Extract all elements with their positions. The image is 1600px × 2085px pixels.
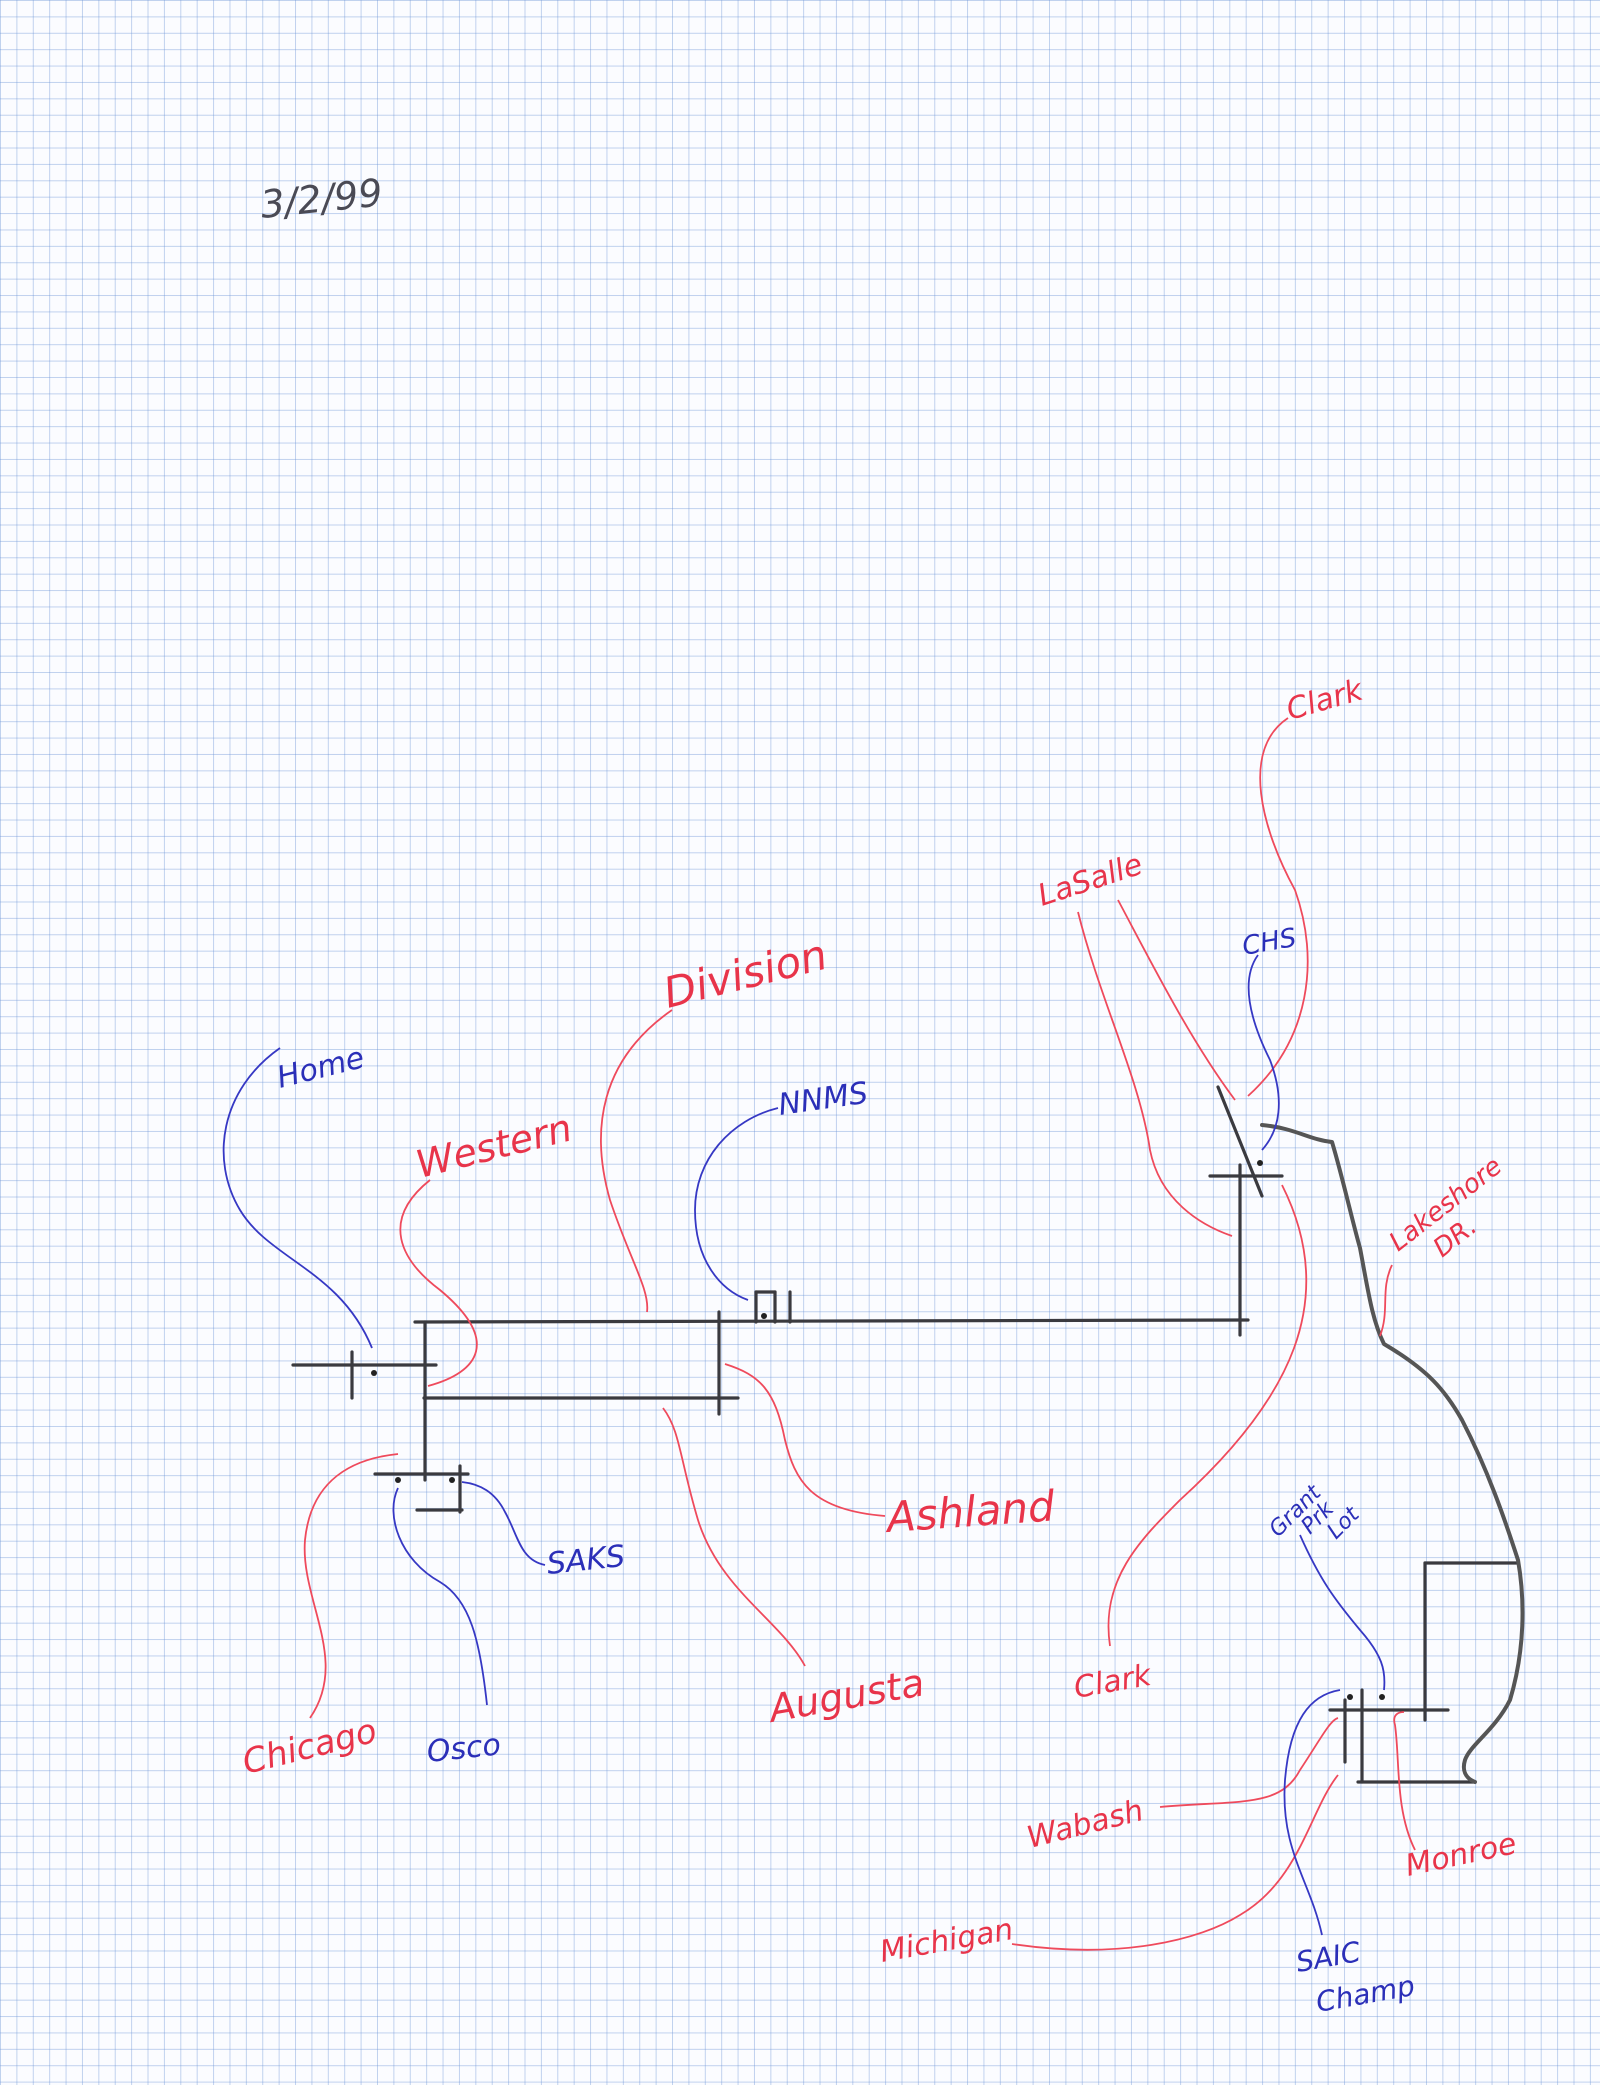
lakeshore-connector xyxy=(1379,1264,1393,1337)
saic-connector xyxy=(1283,1689,1341,1936)
clark-top-connector xyxy=(1247,717,1309,1097)
home-dot xyxy=(371,1370,377,1376)
nnms-label: NNMS xyxy=(776,1076,870,1123)
home-label: Home xyxy=(273,1040,367,1095)
lasalle-connector-2 xyxy=(1077,911,1233,1237)
clark-street xyxy=(1216,1085,1264,1198)
augusta-label: Augusta xyxy=(763,1660,928,1731)
saic-dot xyxy=(1347,1694,1353,1700)
lake-shore-drive xyxy=(1260,1123,1525,1784)
clark-bottom-connector xyxy=(1107,1184,1308,1647)
michigan-connector xyxy=(1011,1774,1339,1951)
osco-connector xyxy=(392,1487,488,1706)
saic-label-line2: Champ xyxy=(1313,1969,1417,2019)
place-connectors xyxy=(222,954,1386,1936)
western-label: Western xyxy=(412,1106,577,1187)
ashland-label: Ashland xyxy=(882,1481,1056,1542)
monroe-label: Monroe xyxy=(1402,1826,1519,1884)
saic-label-line1: SAIC xyxy=(1293,1935,1363,1979)
augusta-connector xyxy=(662,1407,806,1667)
nnms-dot xyxy=(761,1313,767,1319)
grant-lot-dot xyxy=(1379,1694,1385,1700)
grant-connector xyxy=(1299,1534,1386,1691)
home-connector xyxy=(222,1047,373,1349)
saks-dot xyxy=(449,1477,455,1483)
chicago-connector xyxy=(303,1453,399,1719)
street-connectors xyxy=(303,717,1416,1951)
division-label: Division xyxy=(659,930,832,1018)
ashland-connector xyxy=(724,1363,886,1517)
lasalle-connector-1 xyxy=(1117,899,1236,1101)
saks-label: SAKS xyxy=(545,1539,627,1582)
monroe-connector xyxy=(1393,1711,1416,1851)
clark-bottom-label: Clark xyxy=(1071,1658,1155,1706)
osco-dot xyxy=(395,1477,401,1483)
nnms-connector xyxy=(694,1107,779,1301)
clark-top-label: Clark xyxy=(1283,672,1369,727)
date-label: 3/2/99 xyxy=(258,170,384,227)
lasalle-label: LaSalle xyxy=(1034,847,1147,914)
chs-dot xyxy=(1257,1160,1263,1166)
wabash-label: Wabash xyxy=(1023,1793,1146,1856)
osco-label: Osco xyxy=(425,1727,502,1770)
michigan-label: Michigan xyxy=(877,1912,1016,1970)
text-labels: 3/2/99 Home Western Division NNMS Ashlan… xyxy=(239,170,1520,2018)
saks-connector xyxy=(461,1481,546,1566)
location-dots xyxy=(371,1160,1385,1700)
wabash-connector xyxy=(1159,1717,1339,1808)
western-connector xyxy=(399,1179,478,1387)
chicago-label: Chicago xyxy=(239,1711,381,1783)
chs-connector xyxy=(1247,954,1280,1151)
chs-label: CHS xyxy=(1240,923,1299,962)
division-street xyxy=(413,1318,1250,1324)
division-connector xyxy=(600,1009,673,1313)
streets xyxy=(291,1085,1525,1784)
